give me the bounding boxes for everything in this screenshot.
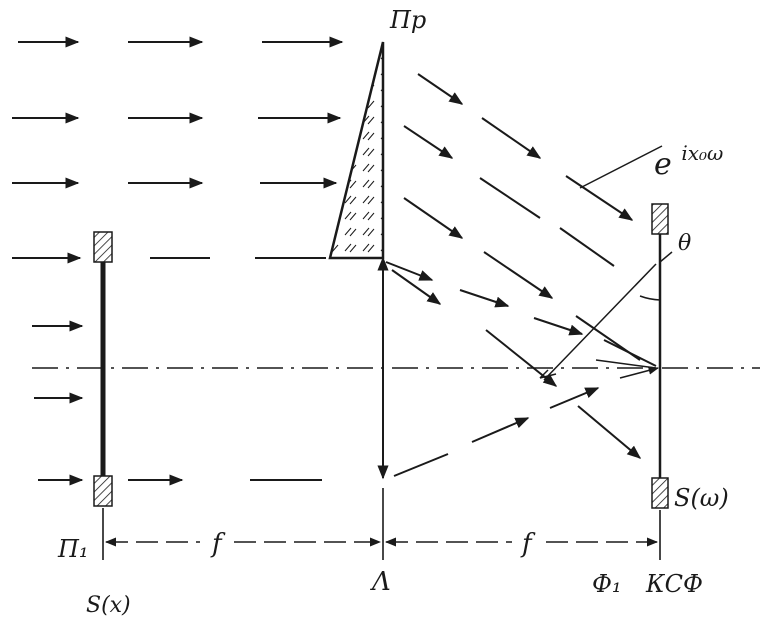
input-plane (93, 231, 113, 507)
prism-label: Пр (389, 6, 426, 34)
deflected-rays (385, 73, 657, 477)
prism (328, 41, 385, 260)
exponent-label: e ix₀ω (654, 141, 723, 182)
converging-rays (539, 263, 660, 381)
focal-dimension-line (102, 488, 661, 560)
input-plane-label: П₁ (57, 535, 89, 563)
focal-length-right: f (520, 529, 536, 559)
focal-length-left: f (210, 529, 226, 559)
incoming-rays (12, 36, 344, 486)
output-plane-label: КСФ (645, 570, 703, 598)
exponent-base: e (654, 147, 672, 182)
angle-label: θ (678, 231, 691, 256)
exponent-power: ix₀ω (681, 141, 723, 165)
angle-arc (639, 251, 673, 301)
input-signal-label: S(x) (86, 593, 131, 618)
filter-label: Ф₁ (592, 570, 622, 598)
lens-label: Λ (370, 567, 391, 597)
spectrum-label: S(ω) (674, 484, 729, 512)
exponent-leader (579, 145, 663, 189)
output-plane (651, 203, 669, 509)
